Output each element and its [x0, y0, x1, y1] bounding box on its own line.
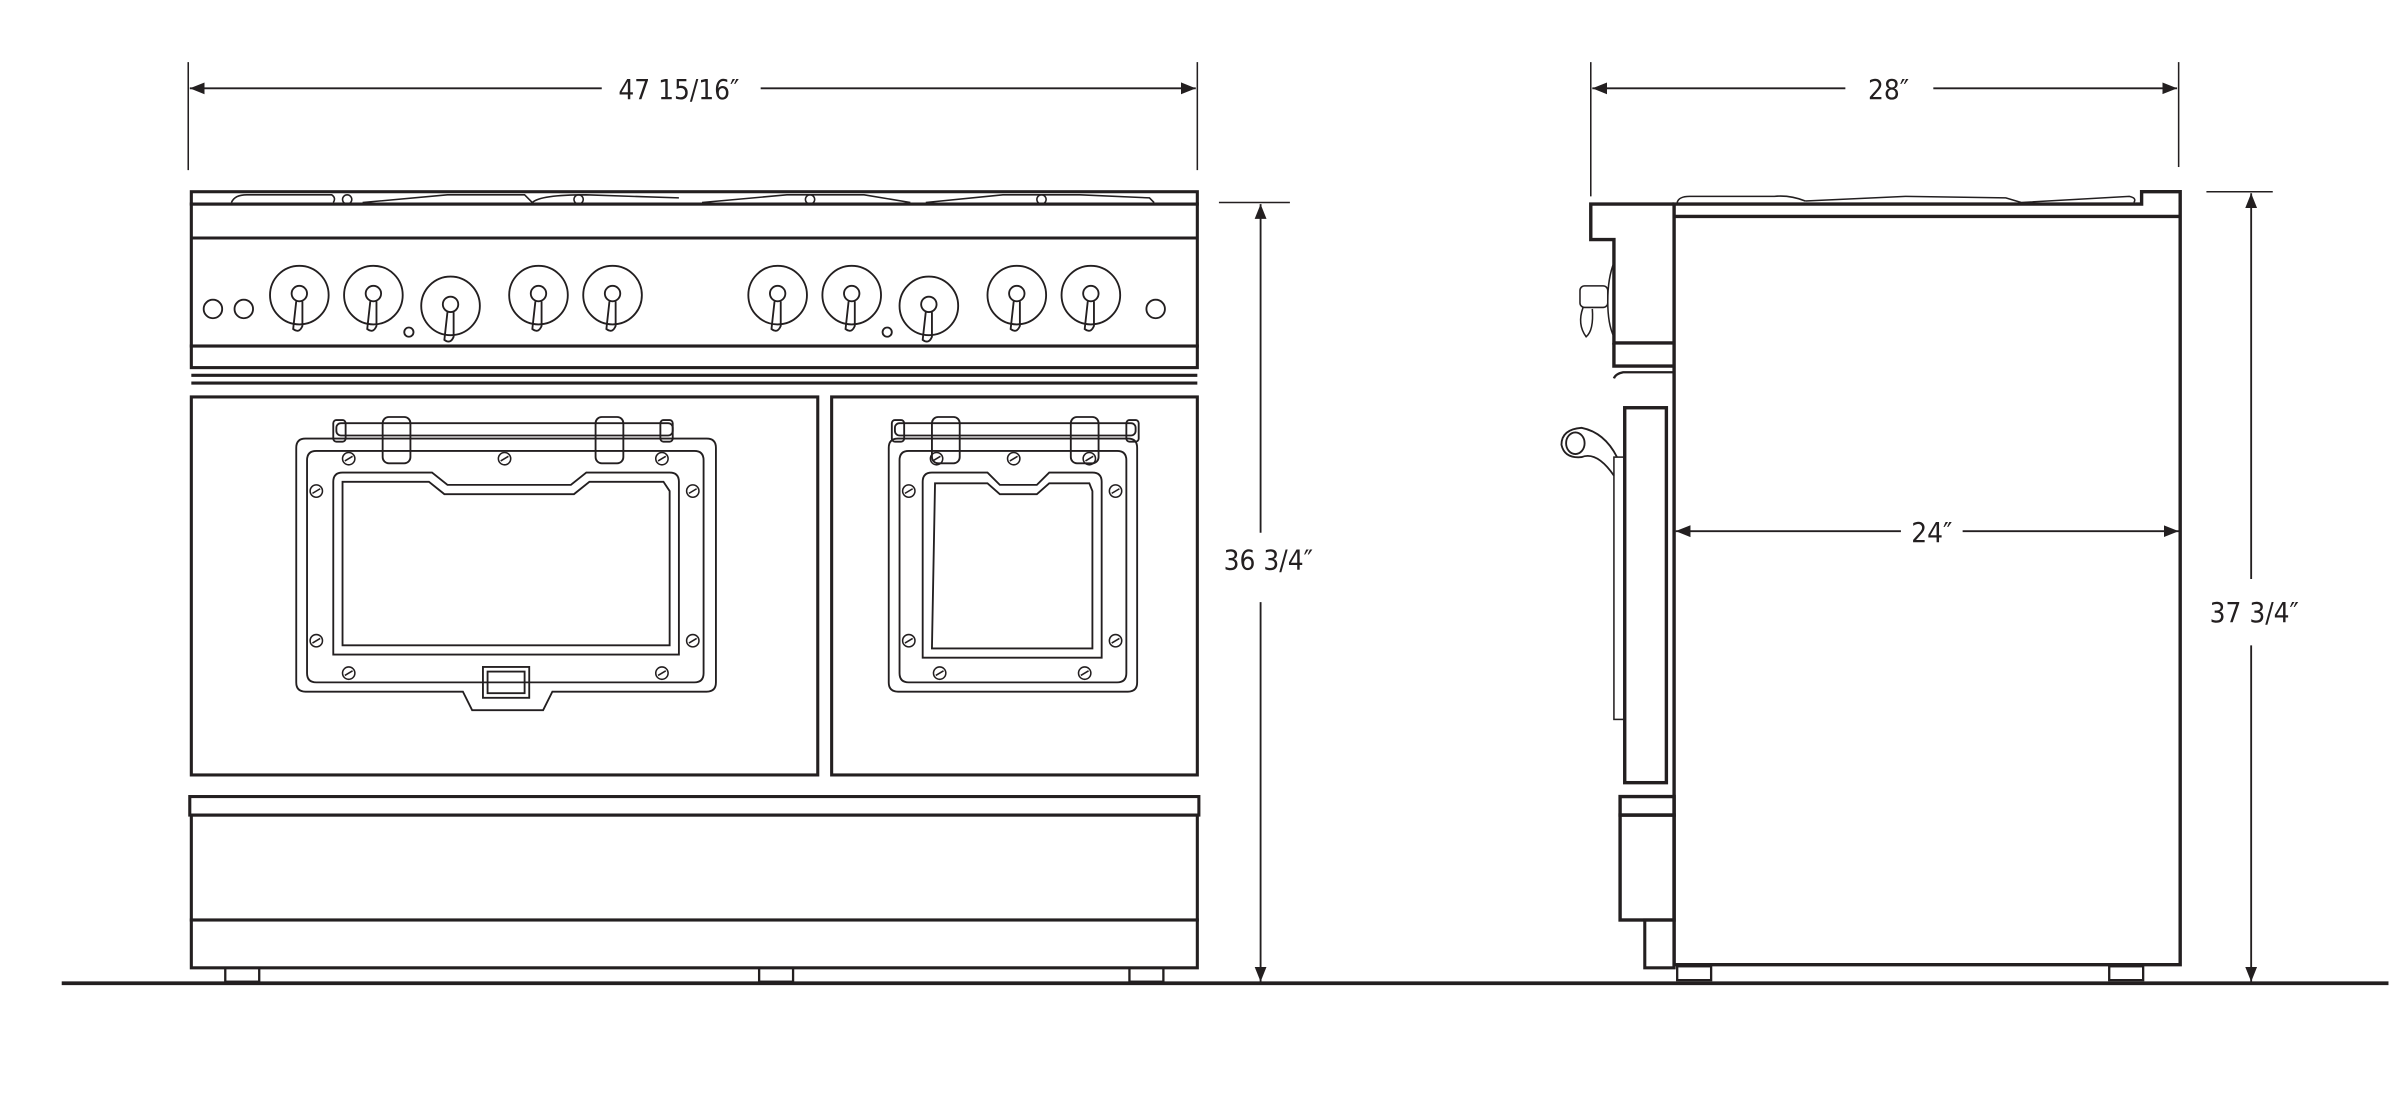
lower-trim: [188, 795, 1201, 817]
storage-drawer: [189, 813, 1199, 922]
knob: [508, 264, 569, 332]
knob: [582, 264, 643, 332]
knob: [343, 264, 404, 332]
indicator-light: [202, 298, 224, 320]
screw: [901, 633, 916, 648]
front-width-label: 47 15/16″: [618, 73, 739, 106]
knob: [898, 275, 960, 343]
screw: [309, 633, 324, 648]
side-depth-label: 28″: [1868, 73, 1909, 106]
knob: [269, 264, 330, 332]
control-knobs: [202, 264, 1166, 343]
screw: [654, 451, 669, 466]
screw: [1108, 633, 1123, 648]
kickplate: [189, 918, 1199, 970]
indicator-light: [881, 326, 893, 338]
screw: [1082, 451, 1097, 466]
knob: [1060, 264, 1122, 332]
indicator-light: [1145, 298, 1166, 320]
door-screws: [309, 451, 1123, 681]
screw: [1006, 451, 1021, 466]
screw: [341, 451, 356, 466]
left-oven-window: [295, 416, 717, 712]
control-panel: [189, 202, 1199, 348]
left-oven-door: [189, 395, 820, 777]
indicator-light: [403, 326, 415, 338]
screw: [1108, 484, 1123, 498]
front-view: 47 15/16″: [187, 62, 1313, 983]
screw: [932, 666, 947, 681]
screw: [1077, 666, 1092, 681]
screw: [309, 484, 324, 498]
knob: [420, 275, 481, 343]
screw: [685, 633, 700, 648]
screw: [929, 451, 944, 466]
side-oven-door: [1623, 406, 1669, 785]
side-body: [1672, 190, 2182, 967]
front-height-label: 36 3/4″: [1224, 544, 1313, 577]
side-view: 28″ 24″ 37 3/4″: [1560, 62, 2299, 982]
screw: [685, 484, 700, 498]
knob: [986, 264, 1048, 332]
indicator-light: [233, 298, 254, 320]
screw: [341, 666, 356, 681]
side-door-handle: [1560, 426, 1618, 477]
right-oven-door: [830, 395, 1199, 777]
side-control-panel: [1589, 202, 1675, 345]
side-body-depth-label: 24″: [1911, 516, 1952, 549]
knob: [821, 264, 882, 332]
screw: [901, 484, 916, 498]
side-knob: [1579, 262, 1615, 338]
knob: [747, 264, 808, 332]
side-height-label: 37 3/4″: [2210, 596, 2299, 629]
screw: [497, 451, 512, 466]
screw: [654, 666, 669, 681]
